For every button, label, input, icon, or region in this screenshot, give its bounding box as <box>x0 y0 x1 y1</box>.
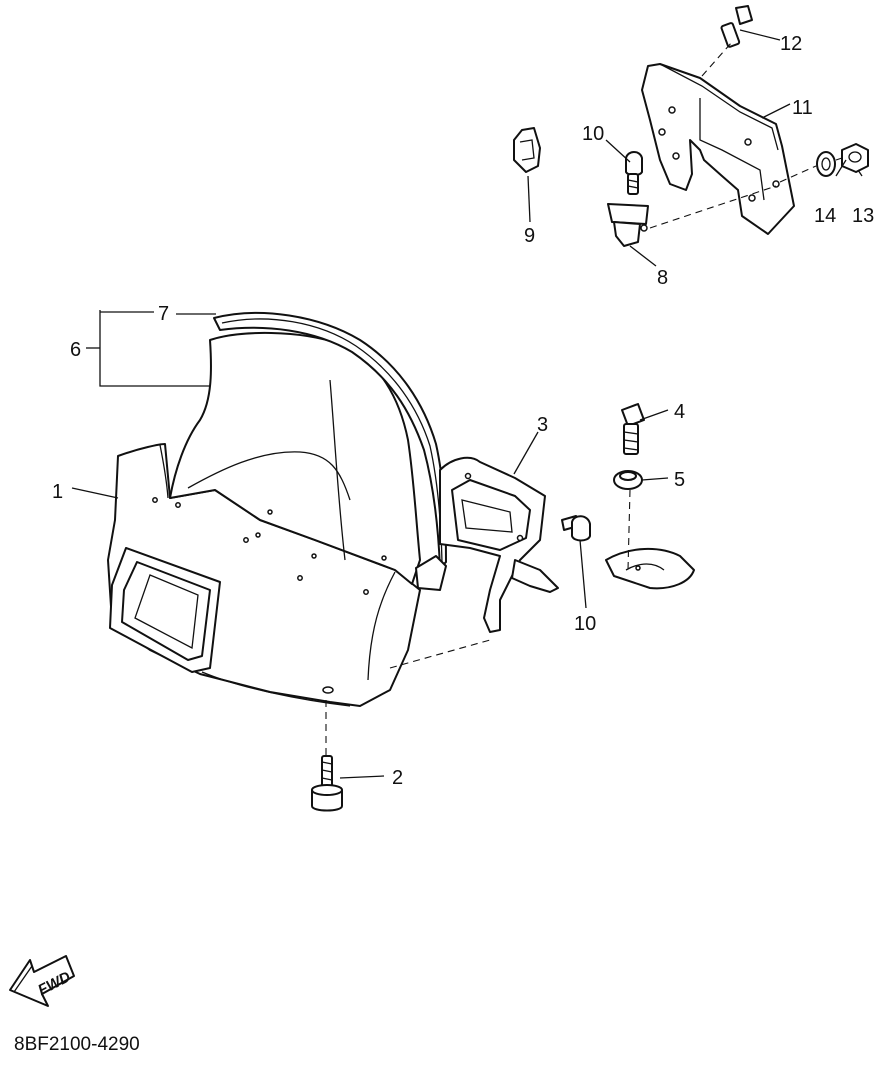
clip-8-part <box>607 203 649 247</box>
nut-13-part <box>841 143 869 173</box>
callout-7: 7 <box>158 303 169 325</box>
fwd-arrow-icon: FWD <box>9 955 75 1007</box>
callout-8: 8 <box>657 267 668 289</box>
callout-5: 5 <box>674 469 685 491</box>
callout-4: 4 <box>674 401 685 423</box>
screw-10-upper-part <box>625 151 643 195</box>
clip-9-part <box>513 127 541 173</box>
callout-6: 6 <box>70 339 81 361</box>
fairing-stay-part <box>439 456 559 633</box>
windshield-stay-part <box>415 555 447 591</box>
callout-13: 13 <box>852 205 874 227</box>
callout-10-lower: 10 <box>574 613 596 635</box>
callout-1: 1 <box>52 481 63 503</box>
callout-10-upper: 10 <box>582 123 604 145</box>
callout-2: 2 <box>392 767 403 789</box>
leader-lines <box>71 29 863 779</box>
bolt-12-part <box>720 5 753 48</box>
grommet-5-part <box>613 470 643 490</box>
callout-9: 9 <box>524 225 535 247</box>
callout-11: 11 <box>792 97 813 119</box>
assembly-lines <box>325 41 843 756</box>
callout-12: 12 <box>780 33 802 55</box>
diagram-code: 8BF2100-4290 <box>14 1034 140 1055</box>
callout-3: 3 <box>537 414 548 436</box>
mounting-plate-part <box>605 547 695 590</box>
bracket-11-part <box>641 63 795 235</box>
callout-labels: 1 2 3 4 5 6 7 8 9 10 10 11 12 13 14 <box>52 33 874 789</box>
bolt-4-part <box>621 403 645 455</box>
bolt-2-part <box>311 755 343 812</box>
screw-10-lower-part <box>561 515 591 542</box>
washer-14-part <box>816 151 836 177</box>
callout-14: 14 <box>814 205 836 227</box>
fairing-body-part <box>107 443 421 707</box>
